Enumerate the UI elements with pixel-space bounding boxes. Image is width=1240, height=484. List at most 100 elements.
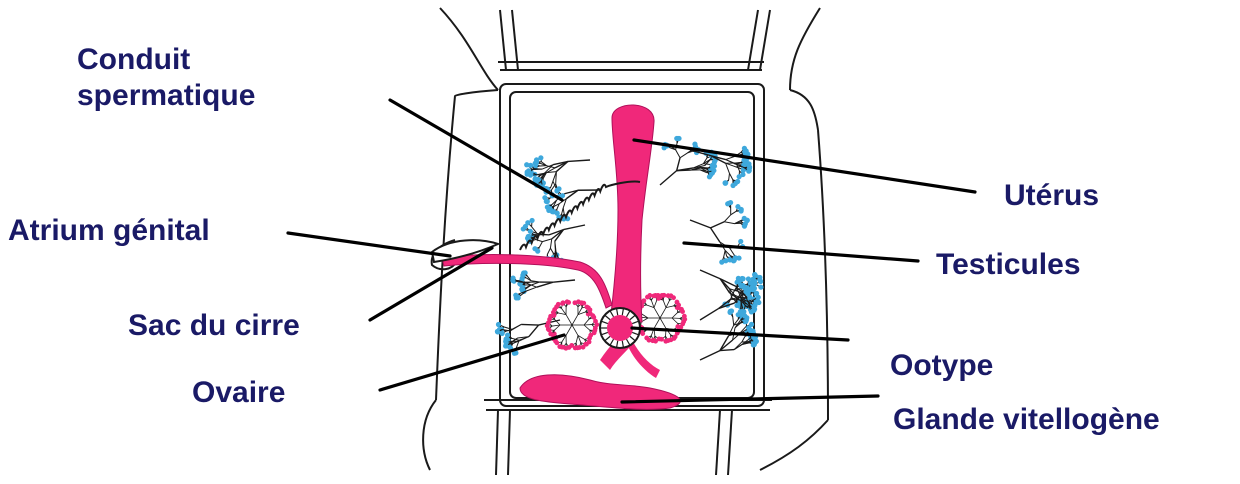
- ovary-lobe: [647, 293, 652, 298]
- label-sac-du-cirre: Sac du cirre: [128, 308, 300, 343]
- leader-atrium: [288, 233, 450, 256]
- leader-ootype: [632, 328, 848, 340]
- testis-follicle: [542, 195, 547, 200]
- vitelline-gland: [520, 375, 680, 410]
- testis-follicle: [734, 303, 739, 308]
- testis-duct: [711, 228, 720, 242]
- label-ovaire: Ovaire: [192, 375, 285, 410]
- testis-follicle: [728, 200, 733, 205]
- testis-duct: [510, 324, 521, 331]
- testis-follicle: [496, 322, 501, 327]
- testis-duct: [539, 242, 542, 248]
- ovary-lobe: [566, 300, 571, 305]
- testis-duct: [720, 340, 733, 350]
- testis-follicle: [707, 174, 712, 179]
- ovary-duct: [660, 308, 666, 318]
- testis-follicle: [495, 329, 500, 334]
- leader-conduit: [390, 100, 562, 200]
- label-atrium-genital: Atrium génital: [8, 213, 210, 248]
- testis-follicle: [675, 136, 680, 141]
- testis-follicle: [535, 177, 540, 182]
- testis-duct: [677, 170, 691, 171]
- ovary-lobe: [662, 293, 667, 298]
- testis-follicle: [739, 283, 744, 288]
- ovary-duct: [576, 335, 578, 343]
- testis-follicle: [749, 309, 754, 314]
- ovary-lobe: [561, 300, 566, 305]
- ovary-duct: [572, 325, 578, 335]
- ovary-lobe: [671, 295, 676, 300]
- testis-follicle: [555, 188, 560, 193]
- label-conduit-line1: Conduit: [77, 42, 255, 78]
- testis-follicle: [528, 163, 533, 168]
- testis-duct: [733, 317, 734, 325]
- ovary-lobe: [556, 302, 561, 307]
- testis-follicle: [742, 216, 747, 221]
- testis-duct: [676, 150, 680, 158]
- label-ootype: Ootype: [890, 348, 993, 383]
- testis-follicle: [748, 280, 753, 285]
- testis-follicle: [757, 275, 762, 280]
- testis-duct: [660, 171, 677, 185]
- testis-duct: [521, 324, 538, 325]
- testis-follicle: [547, 206, 552, 211]
- testis-follicle: [753, 338, 758, 343]
- testis-duct: [703, 164, 710, 165]
- testis-duct: [700, 308, 719, 320]
- ovary-lobe: [663, 339, 668, 344]
- testis-follicle: [738, 239, 743, 244]
- testis-duct: [730, 248, 735, 255]
- vitelline-duct: [628, 340, 660, 378]
- testis-follicle: [744, 289, 749, 294]
- testis-duct: [563, 225, 585, 230]
- testis-duct: [724, 222, 734, 224]
- testis-duct: [734, 343, 743, 349]
- testis-follicle: [758, 285, 763, 290]
- ovary-lobe: [641, 298, 646, 303]
- testis-follicle: [521, 226, 526, 231]
- ovary-duct: [654, 308, 660, 318]
- testis-follicle: [735, 204, 740, 209]
- ovary-lobe: [675, 324, 680, 329]
- testis-duct: [729, 173, 732, 179]
- label-glande-vitellogene: Glande vitellogène: [893, 402, 1160, 437]
- testis-follicle: [503, 343, 508, 348]
- testis-duct: [547, 248, 550, 254]
- ovary-duct: [572, 315, 578, 325]
- ovary-lobe: [644, 336, 649, 341]
- testis-follicle: [520, 276, 525, 281]
- ovary-duct: [672, 318, 678, 323]
- testis-duct: [568, 160, 590, 161]
- testis-duct: [724, 215, 730, 222]
- ovary-lobe: [581, 301, 586, 306]
- testis-follicle: [538, 155, 543, 160]
- ovary-lobe: [557, 344, 562, 349]
- testis-follicle: [752, 272, 757, 277]
- testis-follicle: [510, 278, 515, 283]
- testis-duct: [724, 250, 726, 257]
- testis-duct: [677, 158, 680, 171]
- label-conduit-line2: spermatique: [77, 78, 255, 114]
- testis-duct: [550, 248, 553, 253]
- testis-duct: [720, 336, 729, 351]
- leader-uterus: [634, 140, 975, 192]
- label-testicules: Testicules: [936, 247, 1081, 282]
- ovary-duct: [654, 318, 660, 328]
- ovary-lobe: [651, 338, 656, 343]
- testis-follicle: [723, 258, 728, 263]
- leader-testicules: [684, 243, 918, 261]
- testis-duct: [680, 153, 688, 158]
- ovary-duct: [654, 300, 657, 307]
- testis-duct: [711, 222, 725, 228]
- testis-follicle: [739, 208, 744, 213]
- testis-follicle: [751, 287, 756, 292]
- testis-follicle: [735, 179, 740, 184]
- testis-duct: [553, 280, 575, 282]
- testis-follicle: [746, 325, 751, 330]
- testis-duct: [729, 173, 730, 180]
- label-uterus: Utérus: [1004, 178, 1099, 213]
- testis-duct: [551, 181, 553, 187]
- testis-follicle: [526, 168, 531, 173]
- testis-follicle: [747, 164, 752, 169]
- testis-duct: [529, 325, 539, 336]
